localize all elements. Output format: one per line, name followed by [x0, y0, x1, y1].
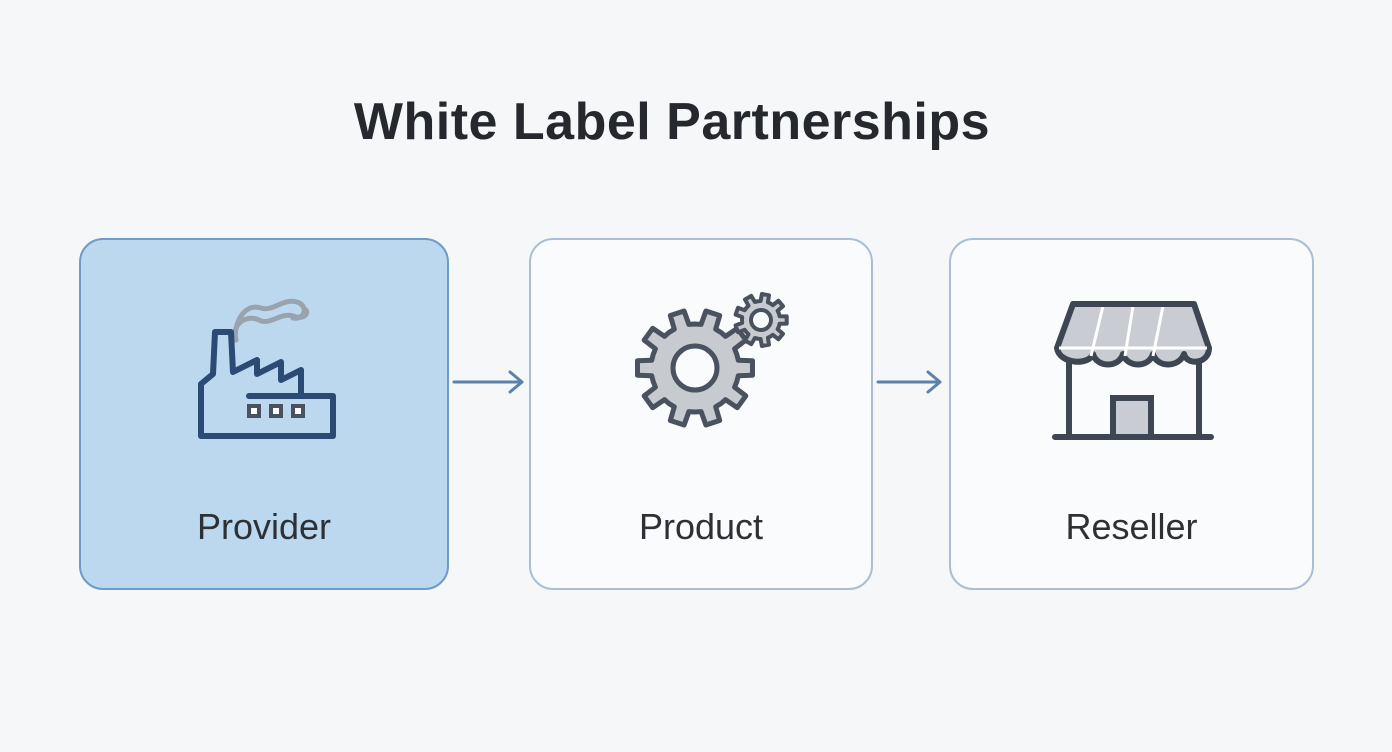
storefront-icon	[1052, 301, 1214, 440]
step-label: Product	[638, 506, 764, 547]
step-label: Reseller	[1065, 506, 1198, 547]
step-label: Provider	[196, 506, 332, 547]
arrow-right-icon	[876, 370, 942, 394]
step-product: Product	[529, 238, 873, 590]
diagram-title: White Label Partnerships	[353, 93, 991, 151]
factory-icon	[198, 298, 336, 439]
arrow-right-icon	[452, 370, 524, 394]
gears-icon	[635, 292, 789, 428]
step-provider: Provider	[79, 238, 449, 590]
step-reseller: Reseller	[949, 238, 1314, 590]
